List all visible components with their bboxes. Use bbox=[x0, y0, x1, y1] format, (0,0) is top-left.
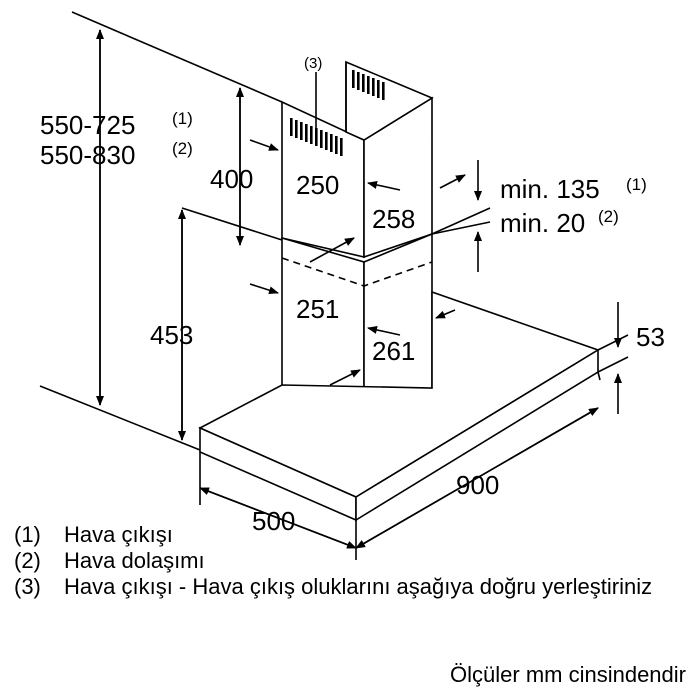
vent-slots bbox=[290, 70, 385, 156]
upper-width-label: 250 bbox=[296, 170, 339, 200]
legend-item: (3) Hava çıkışı - Hava çıkış oluklarını … bbox=[14, 574, 694, 600]
total-height-alt-ref: (2) bbox=[172, 139, 193, 158]
hood-thickness-label: 53 bbox=[636, 322, 665, 352]
legend-text: Hava çıkışı bbox=[64, 522, 173, 547]
upper-height-label: 400 bbox=[210, 164, 253, 194]
legend-text: Hava çıkışı - Hava çıkış oluklarını aşağ… bbox=[64, 574, 653, 599]
lower-chimney-front bbox=[281, 236, 365, 412]
hood-width-label: 900 bbox=[456, 470, 499, 500]
lower-width-label: 251 bbox=[296, 294, 339, 324]
lower-depth-label: 261 bbox=[372, 336, 415, 366]
total-height-alt-label: 550-830 bbox=[40, 140, 135, 170]
gap-outlet-ref: (1) bbox=[626, 175, 647, 194]
upper-depth-label: 258 bbox=[372, 204, 415, 234]
legend-item: (2) Hava dolaşımı bbox=[14, 548, 694, 574]
legend-number: (3) bbox=[14, 574, 41, 599]
total-height-label: 550-725 bbox=[40, 110, 135, 140]
total-height-ref: (1) bbox=[172, 109, 193, 128]
gap-outlet-label: min. 135 bbox=[500, 174, 600, 204]
vent-ref-label: (3) bbox=[304, 55, 322, 72]
units-note: Ölçüler mm cinsindendir bbox=[450, 662, 686, 687]
legend-number: (1) bbox=[14, 522, 41, 547]
legend: (1) Hava çıkışı (2) Hava dolaşımı (3) Ha… bbox=[14, 522, 694, 600]
legend-text: Hava dolaşımı bbox=[64, 548, 205, 573]
legend-number: (2) bbox=[14, 548, 41, 573]
legend-item: (1) Hava çıkışı bbox=[14, 522, 694, 548]
lower-height-label: 453 bbox=[150, 320, 193, 350]
gap-circulation-ref: (2) bbox=[598, 207, 619, 226]
lower-chimney-side bbox=[363, 232, 433, 412]
hood-depth-label: 500 bbox=[252, 506, 295, 536]
gap-circulation-label: min. 20 bbox=[500, 208, 585, 238]
